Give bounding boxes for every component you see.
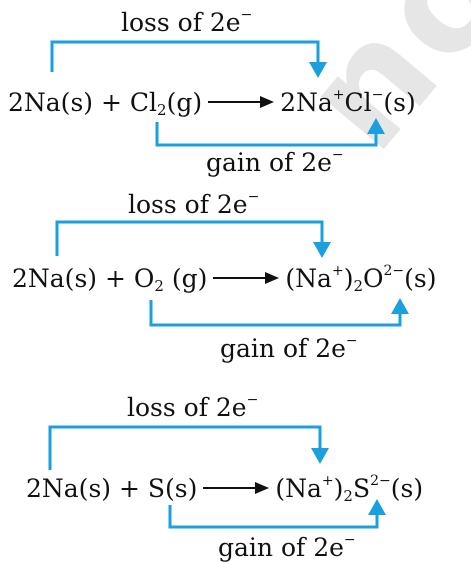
loss-label-2: loss of 2e−	[128, 189, 260, 219]
gain-bracket-1	[155, 122, 378, 147]
equation-2: 2Na(s) + O2 (g)(Na+)2O2−(s)	[12, 263, 437, 295]
gain-arrowhead-2	[391, 298, 409, 314]
gain-label-3: gain of 2e−	[218, 532, 356, 562]
reactant-sulfur: S(s)	[147, 474, 198, 503]
equation-3: 2Na(s) + S(s)(Na+)2S2−(s)	[26, 473, 424, 505]
product-sodium-sulfide: (Na+)2S2−(s)	[275, 473, 424, 505]
gain-bracket-3	[168, 505, 379, 529]
reaction-arrow-2	[213, 271, 280, 284]
loss-arrowhead-1	[309, 62, 327, 78]
equation-1: 2Na(s) + Cl2(g)2Na+Cl−(s)	[8, 87, 416, 119]
gain-label-2: gain of 2e−	[220, 333, 358, 363]
reactant-sodium: 2Na(s)	[12, 264, 98, 293]
reactant-chlorine: Cl2(g)	[129, 88, 203, 119]
reaction-arrow-3	[203, 481, 270, 494]
reactant-sodium: 2Na(s)	[8, 88, 94, 117]
gain-label-1: gain of 2e−	[206, 147, 344, 177]
loss-arrowhead-3	[311, 448, 329, 464]
loss-bracket-1	[50, 40, 320, 72]
product-sodium-chloride: 2Na+Cl−(s)	[280, 87, 416, 117]
loss-bracket-2	[55, 220, 324, 256]
reactant-sodium: 2Na(s)	[26, 474, 112, 503]
loss-label-3: loss of 2e−	[127, 392, 259, 422]
loss-arrowhead-2	[313, 242, 331, 258]
gain-bracket-2	[149, 300, 402, 327]
gain-arrowhead-1	[367, 118, 385, 134]
loss-bracket-3	[48, 425, 322, 470]
reactant-oxygen: O2 (g)	[133, 264, 208, 295]
gain-arrowhead-3	[368, 499, 386, 515]
product-sodium-oxide: (Na+)2O2−(s)	[285, 263, 437, 295]
reaction-arrow-1	[208, 95, 275, 108]
loss-label-1: loss of 2e−	[121, 7, 253, 37]
